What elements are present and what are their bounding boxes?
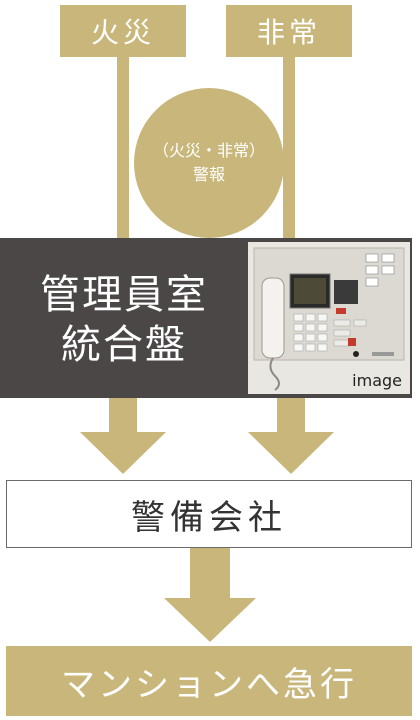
rush-to-building-label: マンションへ急行 bbox=[61, 664, 357, 705]
arrow-shaft-bottom bbox=[190, 548, 230, 600]
arrow-down-left-icon bbox=[80, 432, 166, 474]
arrow-down-right-icon bbox=[248, 432, 334, 474]
fire-label: 火災 bbox=[90, 16, 155, 49]
flow-line-right bbox=[283, 57, 295, 242]
alarm-text: 警報 bbox=[192, 165, 225, 184]
emergency-label-box: 非常 bbox=[226, 5, 352, 57]
emergency-label: 非常 bbox=[256, 16, 321, 49]
security-company-label: 警備会社 bbox=[131, 497, 287, 538]
control-room-title: 管理員室 統合盤 bbox=[0, 270, 248, 370]
control-panel-illustration bbox=[248, 242, 410, 394]
arrow-shaft-right bbox=[277, 398, 305, 434]
image-caption: image bbox=[352, 371, 402, 390]
alarm-circle: （火災・非常） 警報 bbox=[134, 88, 284, 238]
alarm-type-text: （火災・非常） bbox=[152, 141, 265, 160]
security-company-box: 警備会社 bbox=[6, 480, 412, 548]
arrow-shaft-left bbox=[109, 398, 137, 434]
arrow-down-bottom-icon bbox=[164, 598, 256, 642]
control-panel-image: image bbox=[248, 242, 410, 394]
control-room-title-line2: 統合盤 bbox=[61, 322, 187, 368]
control-room-title-line1: 管理員室 bbox=[40, 272, 208, 318]
flow-line-left bbox=[117, 57, 129, 242]
rush-to-building-box: マンションへ急行 bbox=[6, 646, 412, 716]
fire-label-box: 火災 bbox=[60, 5, 186, 57]
